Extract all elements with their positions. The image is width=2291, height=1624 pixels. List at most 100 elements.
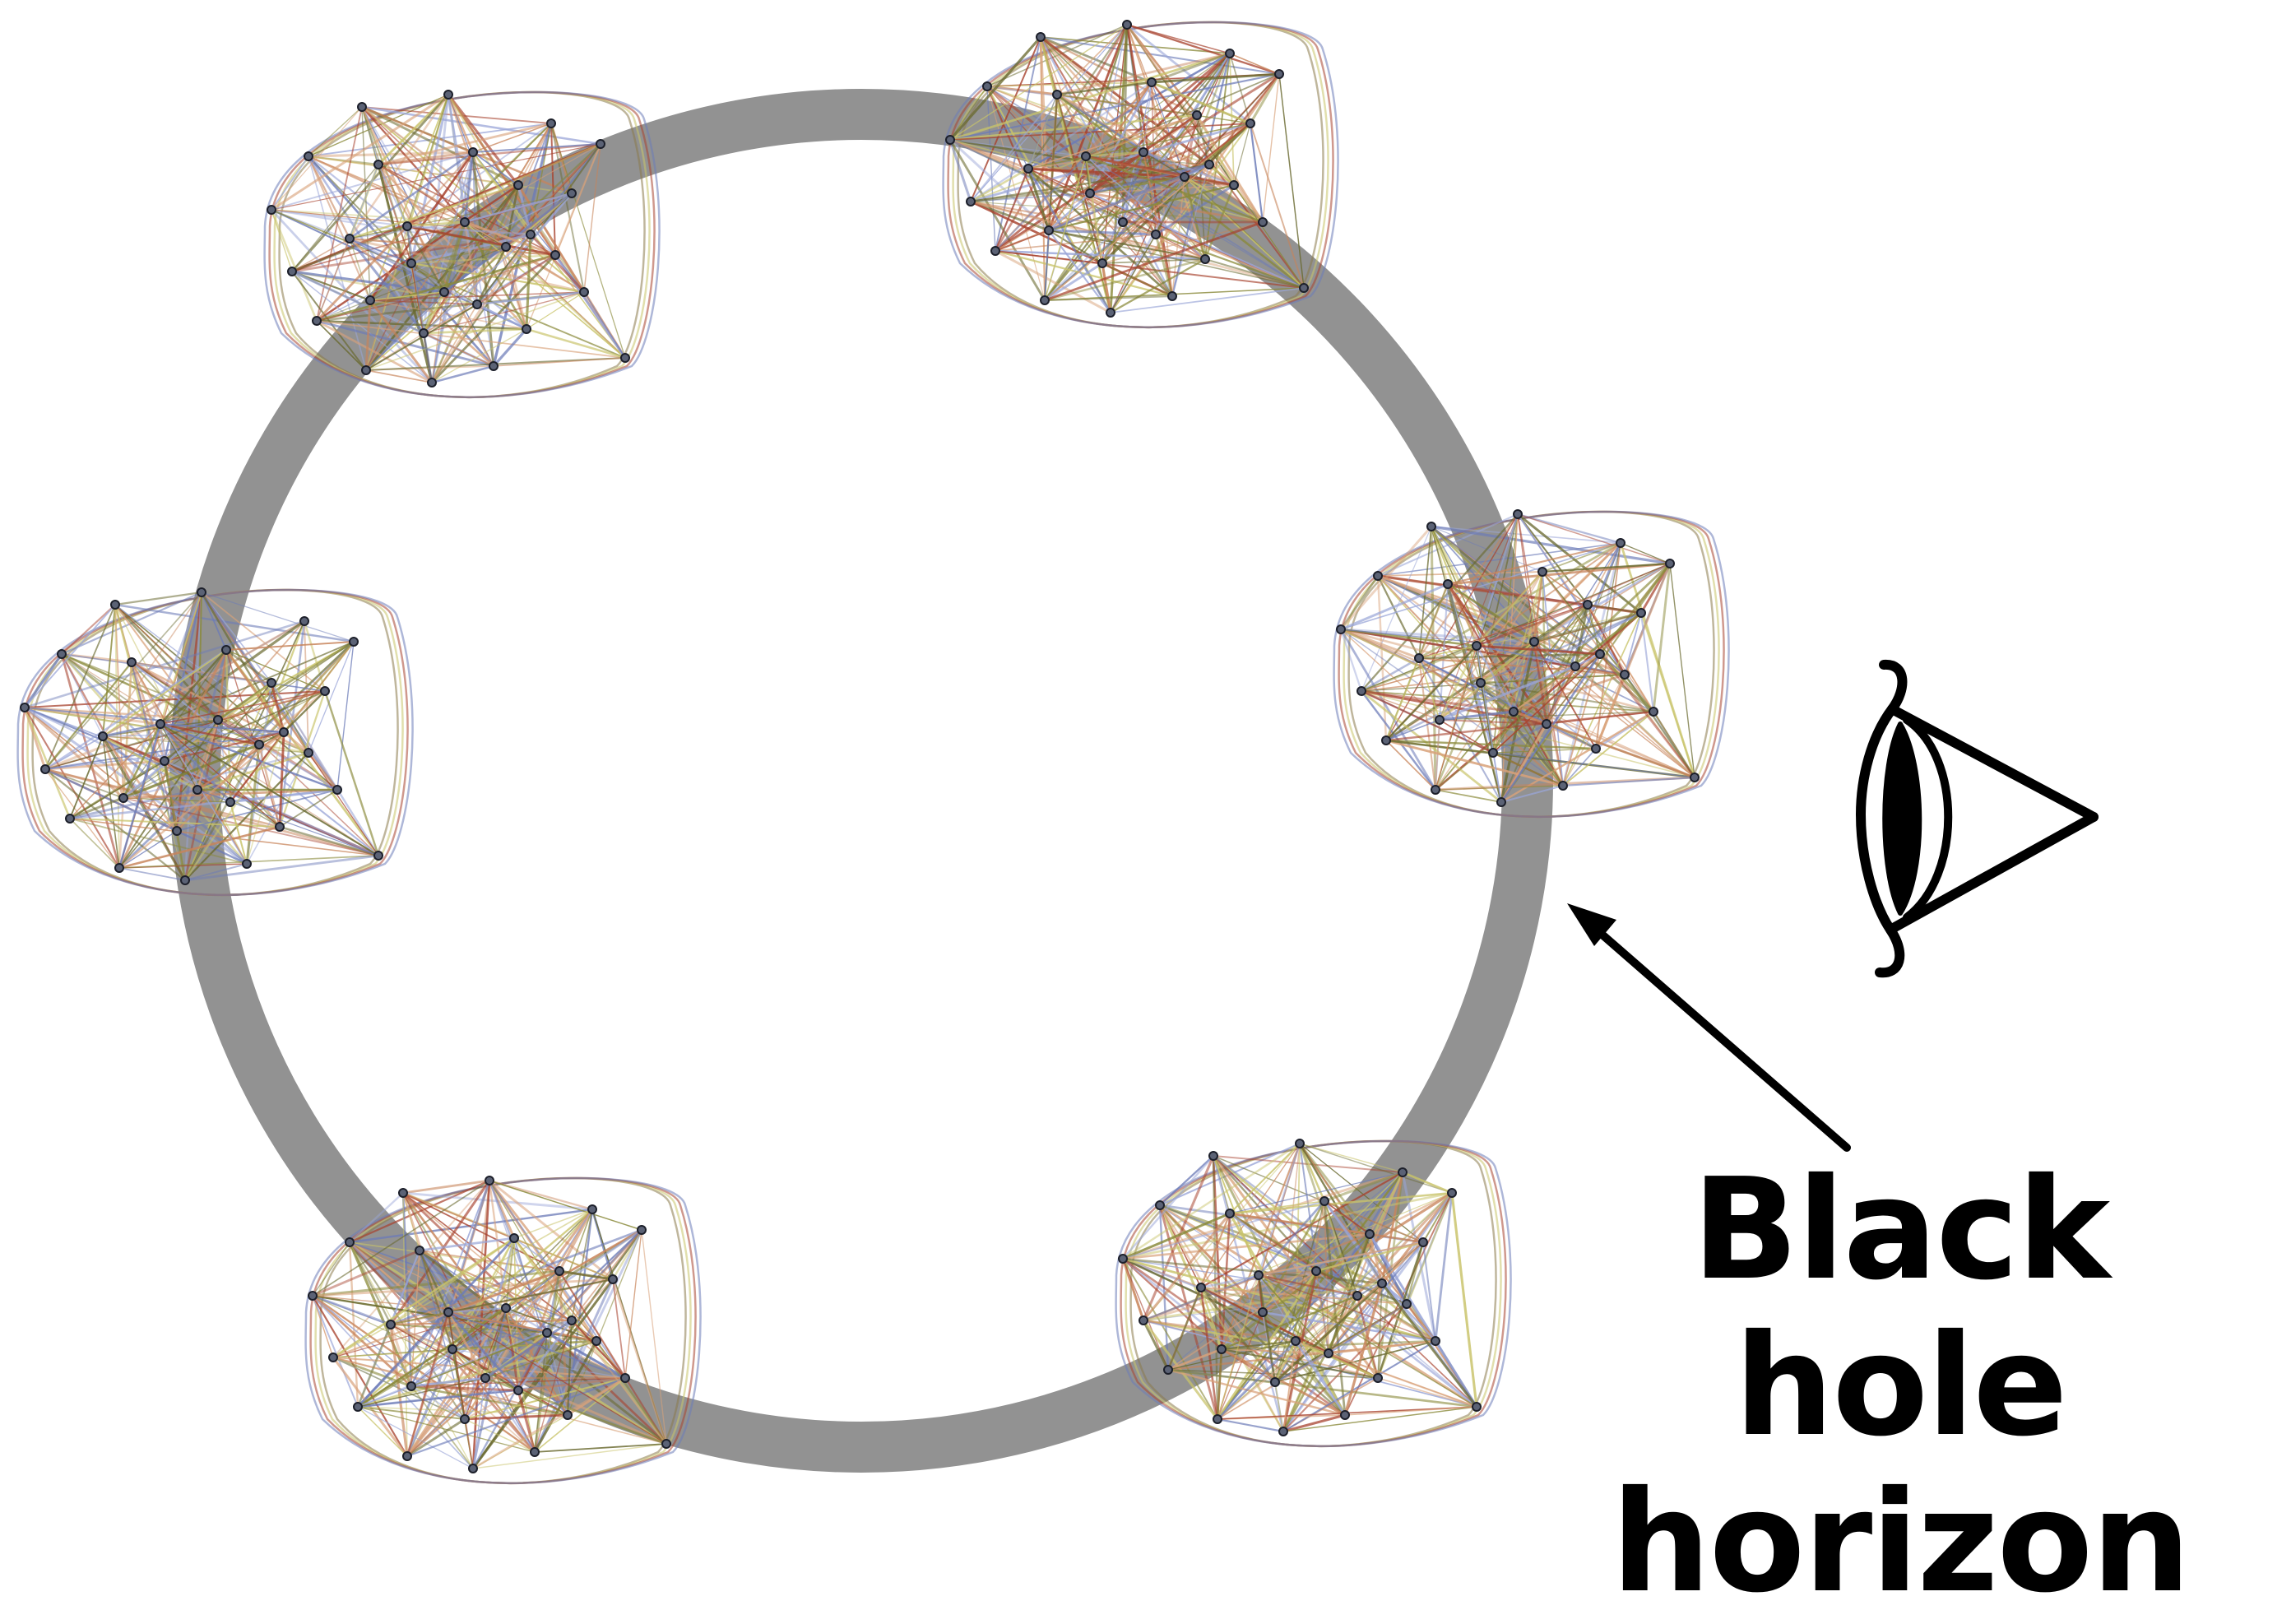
cluster-node [346,234,354,243]
cluster-node [111,601,119,609]
cluster-node [1045,226,1053,234]
cluster-node [1472,642,1481,650]
cluster-node [1119,218,1127,226]
cluster-node [510,1234,518,1242]
cluster-edge [1435,790,1501,802]
cluster-node [115,864,123,872]
cluster-node [1156,1201,1164,1209]
cluster-node [1690,773,1699,782]
cluster-node [1510,708,1518,716]
cluster-node [531,1448,539,1456]
cluster-node [1197,1283,1205,1292]
cluster-node [481,1374,489,1382]
cluster-node [1378,1279,1386,1288]
cluster-node [983,82,991,90]
cluster-node [267,206,276,214]
cluster-node [1230,181,1238,189]
cluster-node [1259,218,1267,226]
cluster-node [461,218,469,226]
cluster-node [1477,679,1485,687]
cluster-node [588,1205,596,1213]
cluster-node [1341,1411,1349,1419]
cluster-node [489,362,498,370]
cluster-node [526,230,535,239]
cluster-node [1275,70,1283,78]
cluster-node [1168,292,1176,300]
cluster-node [1530,638,1538,646]
cluster-node [366,296,374,304]
cluster-node [1398,1168,1407,1176]
cluster-node [1226,49,1234,58]
cluster-node [1431,1337,1440,1345]
cluster-node [662,1440,670,1448]
cluster-node [444,1308,452,1316]
cluster-node [1637,609,1645,617]
cluster-node [1621,670,1629,679]
cluster-node [1444,580,1452,588]
network-graph-cluster [1116,1139,1511,1446]
cluster-node [350,638,358,646]
cluster-node [1193,111,1201,119]
cluster-node [1041,296,1049,304]
cluster-node [226,798,234,806]
cluster-edge [226,642,354,650]
cluster-node [1271,1378,1279,1386]
cluster-node [304,152,313,160]
cluster-node [1431,786,1440,794]
cluster-node [946,136,954,144]
cluster-node [1435,716,1444,724]
cluster-node [58,650,66,658]
cluster-edge [1345,1407,1477,1415]
cluster-node [329,1353,337,1362]
cluster-node [407,1382,415,1390]
cluster-node [1497,798,1505,806]
cluster-node [1082,152,1090,160]
cluster-node [1217,1345,1226,1353]
cluster-node [387,1320,395,1329]
cluster-edge [1600,654,1653,712]
eye-icon [1861,665,2094,972]
cluster-node [119,794,128,802]
cluster-node [1201,255,1209,263]
cluster-node [255,740,263,749]
cluster-node [514,1386,522,1394]
cluster-node [420,329,428,337]
cluster-node [358,103,366,111]
cluster-node [1123,21,1131,29]
cluster-node [1259,1308,1267,1316]
cluster-node [1292,1337,1300,1345]
cluster-node [288,267,296,276]
cluster-node [555,1267,563,1275]
cluster-node [128,658,136,666]
cluster-node [1279,1427,1287,1436]
cluster-node [638,1226,646,1234]
cluster-node [473,300,481,309]
horizon-label-line2: horizon [1514,1464,2287,1621]
cluster-node [214,716,222,724]
cluster-node [362,366,370,374]
cluster-node [280,728,288,736]
cluster-node [399,1189,407,1197]
cluster-node [1584,601,1592,609]
network-graph-cluster [944,21,1338,327]
cluster-node [1213,1415,1222,1423]
cluster-node [173,827,181,835]
cluster-node [193,786,202,794]
cluster-node [469,148,477,156]
cluster-node [333,786,341,794]
cluster-node [1448,1189,1456,1197]
cluster-edge [25,605,115,708]
cluster-node [156,720,165,728]
cluster-node [1374,1374,1382,1382]
cluster-node [1592,745,1600,753]
cluster-node [1538,568,1547,576]
cluster-node [267,679,276,687]
cluster-node [444,90,452,99]
cluster-node [1180,173,1189,181]
cluster-node [1324,1349,1333,1357]
cluster-edge [494,358,625,366]
cluster-node [1366,1230,1374,1238]
cluster-node [502,1304,510,1312]
cluster-node [403,1452,411,1460]
cluster-node [440,288,448,296]
